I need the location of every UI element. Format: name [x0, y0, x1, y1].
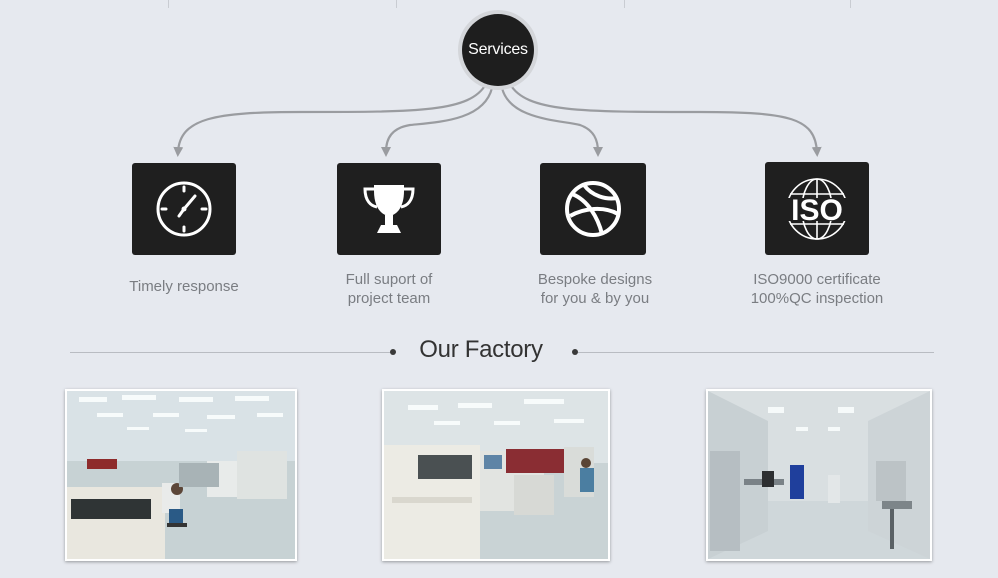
iso-globe-icon: ISO: [780, 177, 854, 240]
caption-bespoke: Bespoke designs for you & by you: [537, 271, 653, 307]
top-divider-tick: [396, 0, 397, 8]
factory-divider-dot-left: [390, 349, 396, 355]
factory-divider-left: [70, 352, 392, 353]
top-divider-tick: [850, 0, 851, 8]
service-card-iso[interactable]: ISO: [765, 162, 869, 255]
service-card-bespoke[interactable]: [540, 163, 646, 255]
factory-divider-dot-right: [572, 349, 578, 355]
caption-iso: ISO9000 certificate 100%QC inspection: [750, 271, 884, 307]
service-card-timely[interactable]: [132, 163, 236, 255]
factory-title: Our Factory: [419, 336, 543, 363]
connector-to-support: [381, 87, 494, 157]
factory-divider-right: [578, 352, 934, 353]
services-connector-lines: [173, 83, 822, 157]
basketball-icon: [565, 181, 621, 237]
services-hub: Services: [458, 10, 538, 90]
top-divider-tick: [624, 0, 625, 8]
service-card-support[interactable]: [337, 163, 441, 255]
connector-to-iso: [509, 83, 822, 157]
clock-icon: [156, 181, 212, 237]
caption-timely: Timely response: [129, 278, 239, 295]
factory-photo-smt-floor[interactable]: [65, 389, 297, 561]
services-hub-label: Services: [462, 14, 534, 86]
iso-icon-text: ISO: [791, 194, 843, 227]
factory-photo-printer-line[interactable]: [382, 389, 610, 561]
connector-to-timely: [173, 83, 487, 157]
connector-to-bespoke: [500, 87, 603, 157]
caption-support: Full suport of project team: [345, 271, 433, 307]
top-divider-tick: [168, 0, 169, 8]
trophy-icon: [363, 185, 415, 233]
factory-photo-cleanroom[interactable]: [706, 389, 932, 561]
